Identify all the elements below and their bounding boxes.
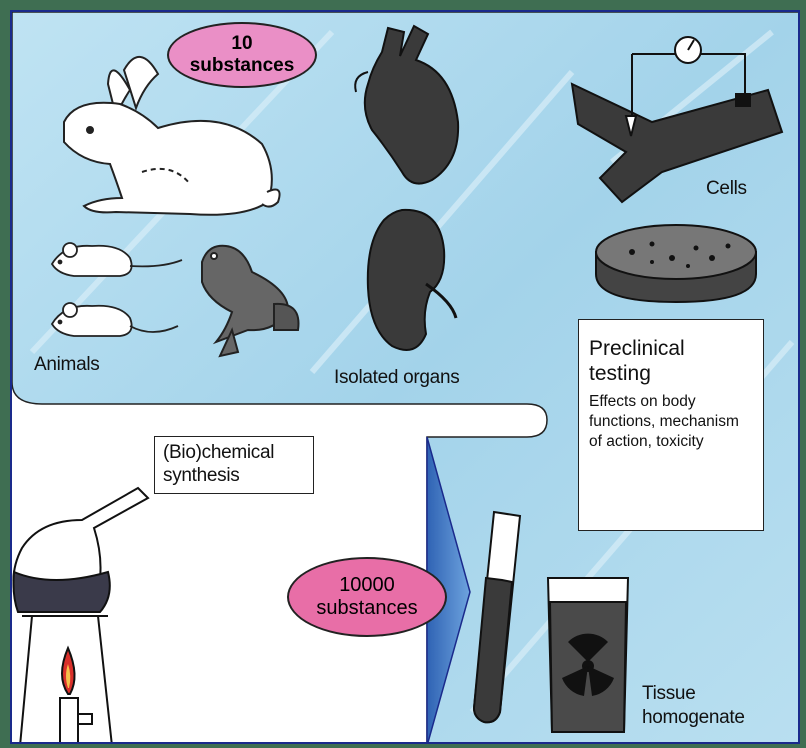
radioactive-beaker-icon [548,578,628,732]
synthesis-label: (Bio)chemical synthesis [163,441,305,487]
diagram-panel: 10 substances 10000 substances Animals I… [10,10,800,744]
substance-count-badge-bottom: 10000 substances [287,557,447,637]
substance-count-badge-top: 10 substances [167,22,317,88]
synthesis-box: (Bio)chemical synthesis [154,436,314,494]
isolated-organs-label: Isolated organs [334,367,459,389]
burner-icon [20,616,112,744]
animals-label: Animals [34,354,99,376]
badge-top-unit: substances [190,55,295,77]
preclinical-detail: Effects on body functions, mechanism of … [589,392,749,452]
badge-top-count: 10 [231,33,252,55]
cells-label: Cells [706,178,747,200]
flask-icon [13,488,148,612]
tissue-homogenate-label: Tissue homogenate [642,682,782,730]
preclinical-title: Preclinical testing [589,336,719,386]
badge-bottom-count: 10000 [339,574,395,597]
preclinical-testing-box: Preclinical testing Effects on body func… [578,319,764,531]
petri-dish-icon [596,225,756,302]
badge-bottom-unit: substances [316,597,417,620]
